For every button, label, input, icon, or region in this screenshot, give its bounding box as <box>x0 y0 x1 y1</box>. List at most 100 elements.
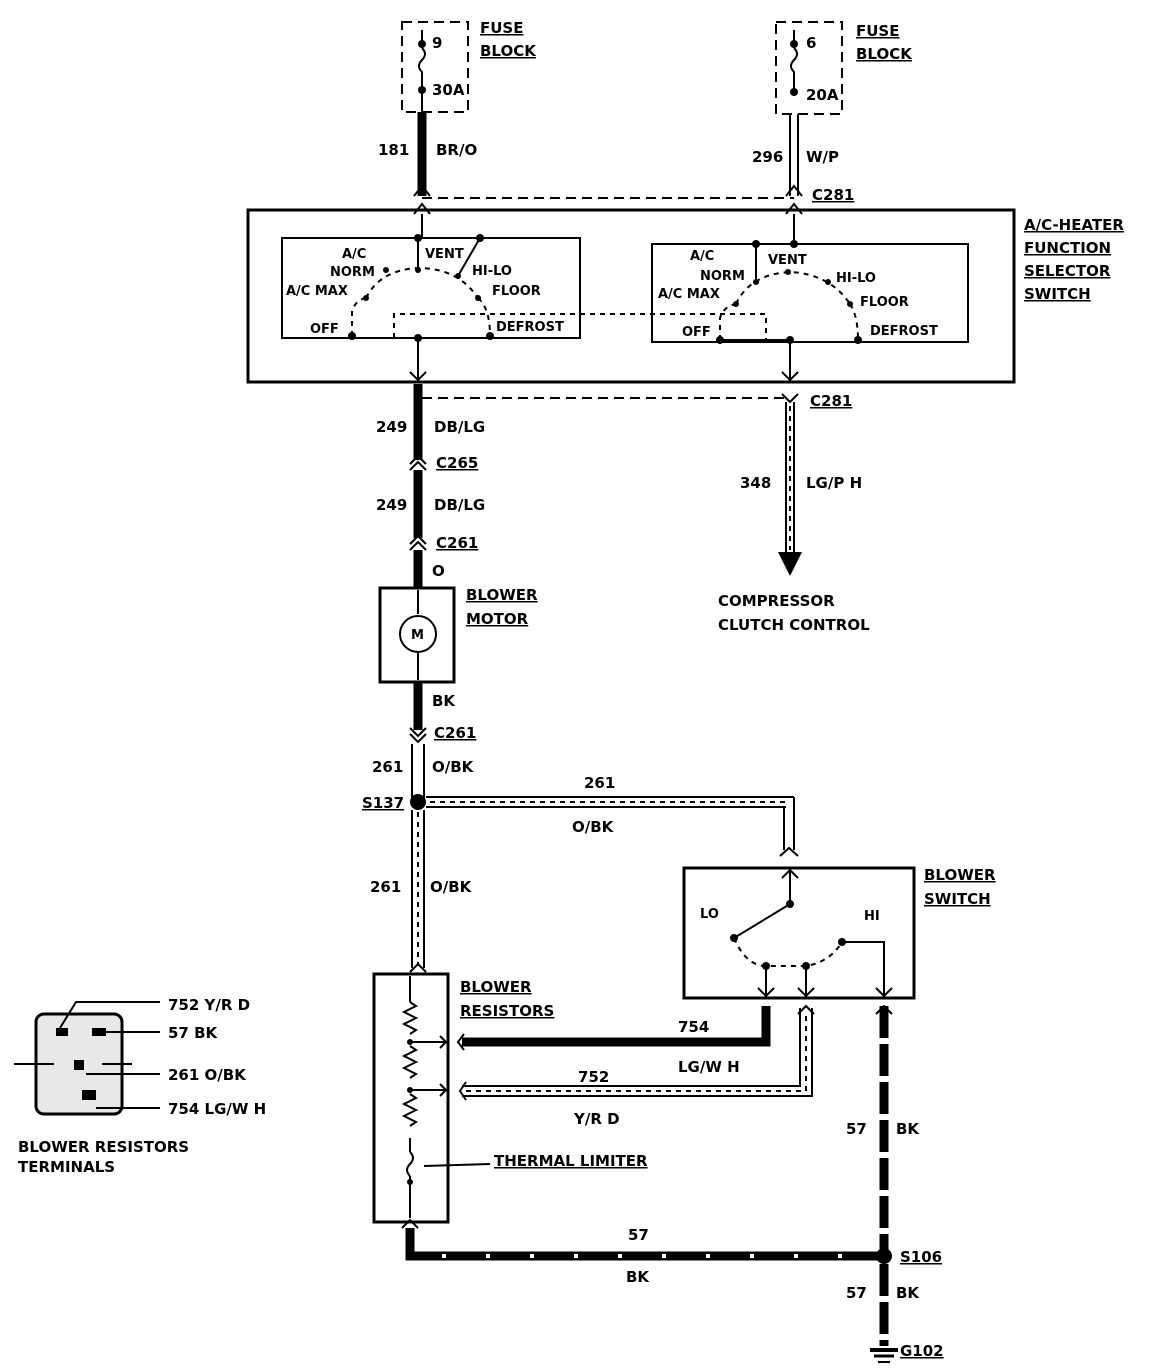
sel-left-hilo: HI-LO <box>472 264 512 279</box>
terminal-754-label: 754 LG/W H <box>168 1100 266 1118</box>
compressor-label-2: CLUTCH CONTROL <box>718 616 870 634</box>
wire-249a-number: 249 <box>376 418 407 436</box>
sel-left-floor: FLOOR <box>492 284 541 299</box>
selector-title-2: FUNCTION <box>1024 239 1111 257</box>
sel-left-vent: VENT <box>425 247 464 262</box>
fuse-right-rating: 20A <box>806 86 839 104</box>
wire-296-number: 296 <box>752 148 783 166</box>
switch-lo-label: LO <box>700 907 719 922</box>
wire-181-color: BR/O <box>436 141 477 159</box>
sel-right-norm: NORM <box>700 269 745 284</box>
g102-label: G102 <box>900 1342 944 1360</box>
blower-motor-label-2: MOTOR <box>466 610 529 628</box>
s106-label: S106 <box>900 1248 942 1266</box>
wire-261b-number: 261 <box>370 878 401 896</box>
wire-249b-number: 249 <box>376 496 407 514</box>
thermal-limiter-label: THERMAL LIMITER <box>494 1152 648 1170</box>
motor-in-color: O <box>432 562 445 580</box>
terminal-752-label: 752 Y/R D <box>168 996 250 1014</box>
wire-249a-color: DB/LG <box>434 418 485 436</box>
connector-c281-bottom: C281 <box>422 392 852 410</box>
sel-right-floor: FLOOR <box>860 295 909 310</box>
terminals-title-1: BLOWER RESISTORS <box>18 1138 189 1156</box>
connector-c261-lower: C261 <box>409 724 476 744</box>
resistor-terminals-legend: 752 Y/R D 57 BK 261 O/BK 754 LG/W H BLOW… <box>14 996 266 1176</box>
wire-754-color: LG/W H <box>678 1058 740 1076</box>
c265-label: C265 <box>436 454 478 472</box>
wire-348-color: LG/P H <box>806 474 862 492</box>
fuse-right-title-1: FUSE <box>856 22 899 40</box>
splice-s137: S137 <box>362 794 426 812</box>
terminal-57-label: 57 BK <box>168 1024 219 1042</box>
wire-motor-in: O <box>413 550 445 588</box>
blower-resistors: BLOWER RESISTORS THERMAL LIMITER <box>372 972 648 1224</box>
sel-left-norm: NORM <box>330 265 375 280</box>
compressor-label-1: COMPRESSOR <box>718 592 835 610</box>
terminals-title-2: TERMINALS <box>18 1158 115 1176</box>
sel-right-ac: A/C <box>690 249 714 264</box>
wire-261-down: 261 O/BK <box>370 810 473 973</box>
blower-resistors-label-1: BLOWER <box>460 978 532 996</box>
sel-left-ac: A/C <box>342 247 366 262</box>
wire-348: 348 LG/P H <box>740 402 862 576</box>
switch-hi-label: HI <box>864 909 880 924</box>
wire-181-number: 181 <box>378 141 409 159</box>
fuse-block-left: 9 30A FUSE BLOCK <box>401 19 537 113</box>
sel-left-defrost: DEFROST <box>496 320 564 335</box>
c281-bottom-label: C281 <box>810 392 852 410</box>
connector-c261-upper: C261 <box>409 534 478 552</box>
connector-c265: C265 <box>409 454 478 472</box>
wire-57b-number: 57 <box>628 1226 649 1244</box>
wire-261b-color: O/BK <box>430 878 473 896</box>
wire-249-lower: 249 DB/LG <box>376 470 485 538</box>
sel-left-off: OFF <box>310 322 339 337</box>
wire-57b-color: BK <box>626 1268 650 1286</box>
terminal-261-label: 261 O/BK <box>168 1066 247 1084</box>
fuse-block-right: 6 20A FUSE BLOCK <box>775 21 913 115</box>
ac-heater-selector-switch: A/C-HEATER FUNCTION SELECTOR SWITCH <box>246 208 1124 384</box>
wire-57-vertical: 57 BK <box>846 1004 920 1254</box>
wire-249b-color: DB/LG <box>434 496 485 514</box>
sel-right-hilo: HI-LO <box>836 271 876 286</box>
wire-752-color: Y/R D <box>573 1110 620 1128</box>
motor-symbol-label: M <box>411 628 424 643</box>
wire-261a-number: 261 <box>372 758 403 776</box>
splice-s106: S106 <box>876 1248 942 1266</box>
motor-out-color: BK <box>432 692 456 710</box>
sel-right-acmax: A/C MAX <box>658 287 720 302</box>
wire-57-ground: 57 BK <box>846 1264 920 1346</box>
wire-57c-color: BK <box>896 1284 920 1302</box>
wire-57-horizontal: 57 BK <box>401 1218 880 1286</box>
fuse-left-title-1: FUSE <box>480 19 523 37</box>
wire-261-top: 261 O/BK <box>372 744 475 800</box>
selector-title-3: SELECTOR <box>1024 262 1111 280</box>
c261-lower-label: C261 <box>434 724 476 742</box>
wire-181: 181 BR/O <box>378 112 477 196</box>
fuse-left-number: 9 <box>432 34 442 52</box>
fuse-left-rating: 30A <box>432 81 465 99</box>
blower-motor-label-1: BLOWER <box>466 586 538 604</box>
wire-752: 752 Y/R D <box>458 1004 815 1128</box>
selector-right-section: A/C NORM A/C MAX VENT HI-LO FLOOR OFF DE… <box>651 214 969 382</box>
blower-switch: LO HI BLOWER SWITCH <box>682 866 996 1000</box>
wire-752-number: 752 <box>578 1068 609 1086</box>
selector-title-4: SWITCH <box>1024 285 1091 303</box>
blower-motor: M BLOWER MOTOR <box>378 586 538 684</box>
blower-switch-label-2: SWITCH <box>924 890 991 908</box>
wire-296: 296 W/P <box>752 114 839 196</box>
sel-left-acmax: A/C MAX <box>286 284 348 299</box>
fuse-right-title-2: BLOCK <box>856 45 913 63</box>
blower-resistors-label-2: RESISTORS <box>460 1002 554 1020</box>
wire-57a-color: BK <box>896 1120 920 1138</box>
wire-261a-color: O/BK <box>432 758 475 776</box>
s137-label: S137 <box>362 794 404 812</box>
sel-right-defrost: DEFROST <box>870 324 938 339</box>
wire-754: 754 LG/W H <box>456 1006 771 1076</box>
wire-57a-number: 57 <box>846 1120 867 1138</box>
wire-261-horizontal: 261 O/BK <box>426 774 799 857</box>
selector-left-section: A/C NORM A/C MAX VENT HI-LO FLOOR OFF DE… <box>281 214 767 382</box>
wire-754-number: 754 <box>678 1018 709 1036</box>
selector-title-1: A/C-HEATER <box>1024 216 1124 234</box>
wire-296-color: W/P <box>806 148 839 166</box>
